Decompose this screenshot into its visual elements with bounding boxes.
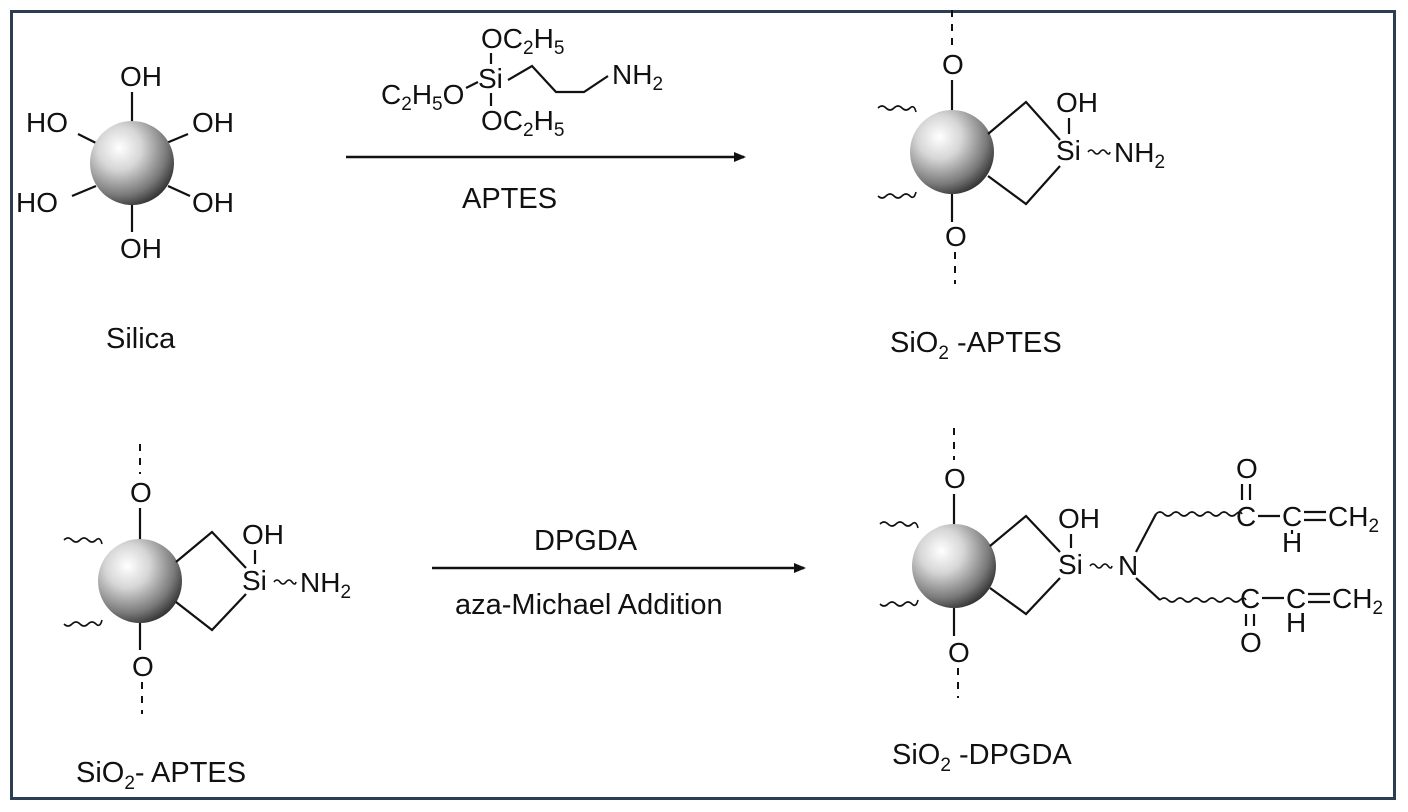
product1-nh2: NH2 [1114, 137, 1165, 173]
reactant2-o-top: O [130, 477, 152, 508]
sio2-dpgda-product: O O OH Si N O C C H CH2 C C [879, 428, 1383, 776]
product2-ch-bottom: C [1286, 583, 1306, 614]
product2-carbonyl-o-bottom: O [1240, 627, 1262, 658]
reaction-2: DPGDA aza-Michael Addition [432, 525, 806, 621]
product2-ch2-top: CH2 [1328, 501, 1379, 537]
product2-h-top: H [1282, 527, 1302, 558]
product2-o-top: O [944, 463, 966, 494]
sio2-aptes-product: O O OH Si NH2 SiO2 -APTES [877, 10, 1165, 364]
product2-sphere [912, 524, 996, 608]
silica-oh-lower-right: OH [192, 187, 234, 218]
product1-o-top: O [942, 49, 964, 80]
product2-ch-top: C [1282, 501, 1302, 532]
aptes-oet-bottom: OC2H5 [481, 105, 564, 141]
silica-structure: OH HO OH HO OH OH Silica [16, 61, 234, 355]
aptes-oet-left: C2H5O [381, 79, 464, 115]
silica-ho-lower-left: HO [16, 187, 58, 218]
product2-si: Si [1058, 549, 1083, 580]
reactant2-si: Si [242, 565, 267, 596]
product2-o-bottom: O [948, 637, 970, 668]
silica-sphere [90, 121, 174, 205]
silica-ho-upper-left: HO [26, 107, 68, 138]
product2-caption: SiO2 -DPGDA [892, 739, 1072, 776]
silica-caption: Silica [106, 323, 176, 355]
silica-oh-top: OH [120, 61, 162, 92]
product1-si: Si [1056, 135, 1081, 166]
silica-oh-upper-right: OH [192, 107, 234, 138]
product2-n: N [1118, 550, 1138, 581]
silica-oh-bottom: OH [120, 233, 162, 264]
product1-o-bottom: O [945, 221, 967, 252]
scheme-frame [10, 10, 1396, 800]
product1-oh: OH [1056, 87, 1098, 118]
dpgda-label: DPGDA [534, 525, 638, 557]
product2-ch2-bottom: CH2 [1332, 583, 1383, 619]
reactant2-nh2: NH2 [300, 567, 351, 603]
aptes-label: APTES [462, 183, 557, 215]
product2-carbonyl-o-top: O [1236, 453, 1258, 484]
product1-sphere [910, 110, 994, 194]
aptes-nh2: NH2 [612, 59, 663, 95]
sio2-aptes-reactant: O O OH Si NH2 SiO2- APTES [63, 444, 351, 794]
reactant2-oh: OH [242, 519, 284, 550]
product2-c-top: C [1236, 501, 1256, 532]
aptes-si: Si [478, 63, 503, 94]
product1-caption: SiO2 -APTES [890, 327, 1062, 364]
product2-h-bottom: H [1286, 607, 1306, 638]
reactant2-caption: SiO2- APTES [76, 757, 246, 794]
aptes-oet-top: OC2H5 [481, 23, 564, 59]
product2-c-bottom: C [1240, 583, 1260, 614]
aza-michael-label: aza-Michael Addition [455, 589, 723, 621]
reactant2-o-bottom: O [132, 651, 154, 682]
product2-oh: OH [1058, 503, 1100, 534]
reactant2-sphere [98, 539, 182, 623]
aptes-reagent: OC2H5 Si C2H5O OC2H5 NH2 APTES [346, 23, 746, 215]
